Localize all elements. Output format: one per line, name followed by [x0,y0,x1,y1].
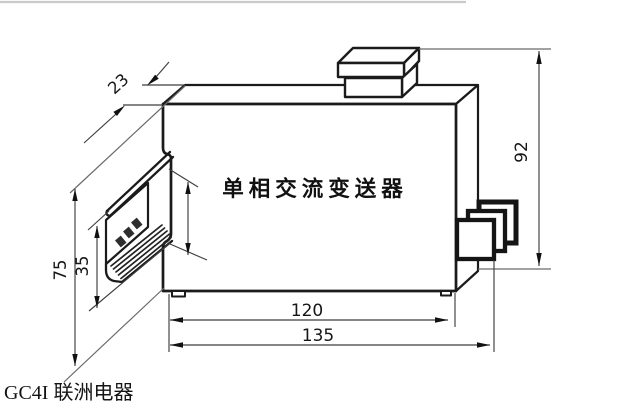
brand-line: GC4I 联洲电器 [4,381,133,404]
arrowhead [185,243,191,255]
din-rail-mounting-bracket [104,150,175,284]
dimension-label-rail-width: 35 [73,256,92,277]
dimension-label-overall-height: 92 [512,141,532,163]
side-nameplate [104,181,150,266]
arrowhead [185,182,191,194]
arrowhead [94,226,100,238]
dimension-bracket-height-75: 75 [51,85,186,383]
body-top-face [161,83,480,106]
nameplate-marks [114,217,143,248]
arrowhead [170,317,183,323]
nameplate-glyph [130,217,143,230]
arrowhead [72,189,78,201]
arrowhead [147,74,159,86]
dimension-overall-height-92: 92 [419,48,551,270]
dimension-inner-reference [168,168,208,261]
product-title: 单相交流变送器 [222,176,408,201]
arrowhead [435,317,448,323]
nameplate-glyph [114,235,127,248]
dimension-label-bracket-height: 75 [51,260,70,281]
nameplate-glyph [122,226,135,239]
extension-line [63,287,165,383]
dimension-label-body-width: 120 [291,301,323,321]
arrowhead [536,253,542,266]
arrowhead [113,105,125,116]
mounting-foot-left [171,290,186,298]
mounting-foot-right [440,290,452,297]
side-terminal-blocks [454,199,519,262]
extension-line [69,85,186,194]
extension-line [168,168,199,188]
arrowhead [536,51,542,64]
terminal-block-front [454,217,497,262]
dimension-overall-width-135: 135 [170,260,495,352]
cover-lid-front-face [336,61,406,79]
arrowhead [72,354,78,366]
bracket-lip-upper-edge [105,150,172,213]
dimension-tail [155,61,170,78]
extension-line [88,242,171,312]
dimension-tail [83,113,117,144]
dimension-label-overall-width: 135 [302,326,334,346]
extension-line [87,210,110,231]
cover-neck-front-face [343,76,404,99]
rail-channel-stripes [110,224,172,280]
bracket-bottom-hook [104,262,124,284]
arrowhead [170,342,183,348]
arrowhead [94,296,100,308]
arrowhead [477,342,490,348]
top-terminal-cover [336,46,421,99]
dimension-label-depth: 23 [104,70,132,98]
dimension-body-width-120: 120 [168,293,456,352]
dimension-rail-width-35: 35 [73,210,171,312]
